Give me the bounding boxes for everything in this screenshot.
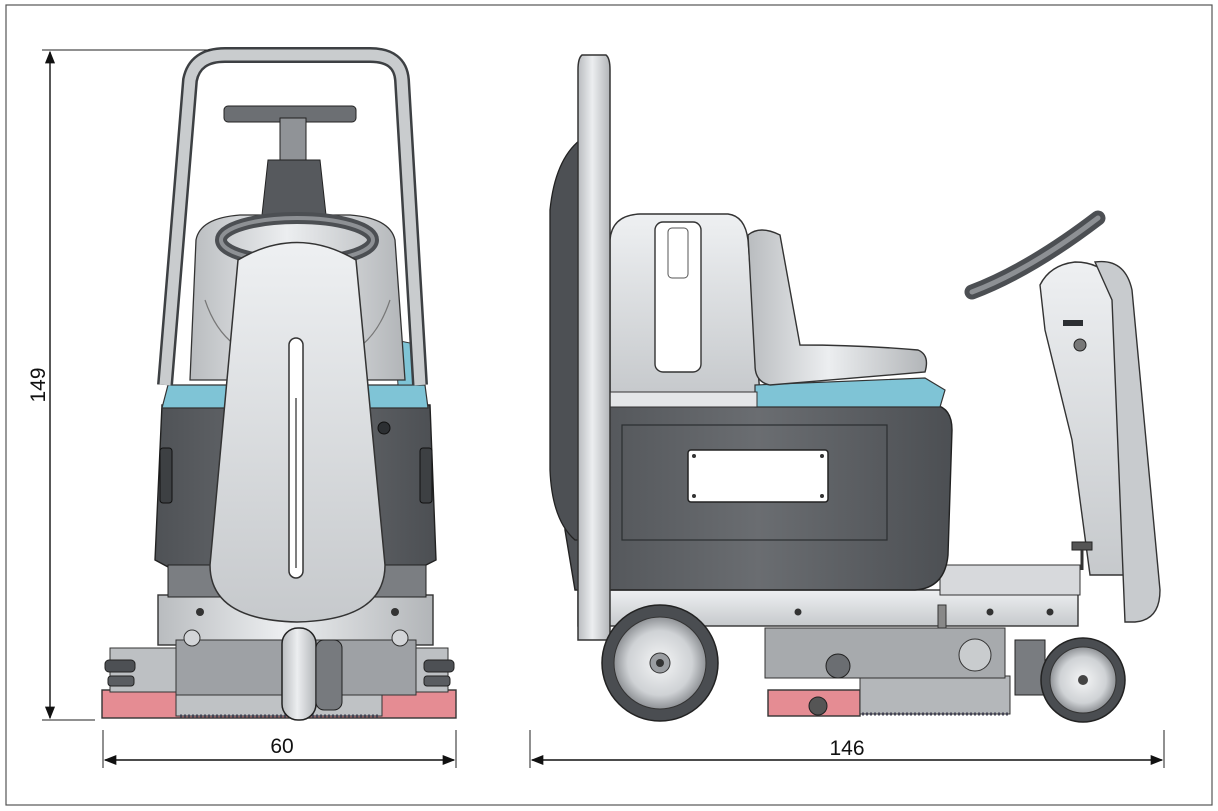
- front-width-label: 60: [270, 735, 293, 758]
- height-dimension: 149: [27, 49, 210, 721]
- side-nameplate: [687, 449, 829, 503]
- height-label: 149: [27, 367, 50, 402]
- side-view: [549, 54, 1161, 723]
- side-rollbar-post: [577, 54, 611, 641]
- side-length-dimension: 146: [529, 730, 1165, 768]
- front-width-dimension: 60: [102, 730, 457, 768]
- drawing-border: [5, 4, 1213, 806]
- front-view: [101, 47, 457, 721]
- front-wheel: [281, 627, 317, 721]
- side-seat: [747, 229, 928, 386]
- side-length-label: 146: [829, 737, 864, 760]
